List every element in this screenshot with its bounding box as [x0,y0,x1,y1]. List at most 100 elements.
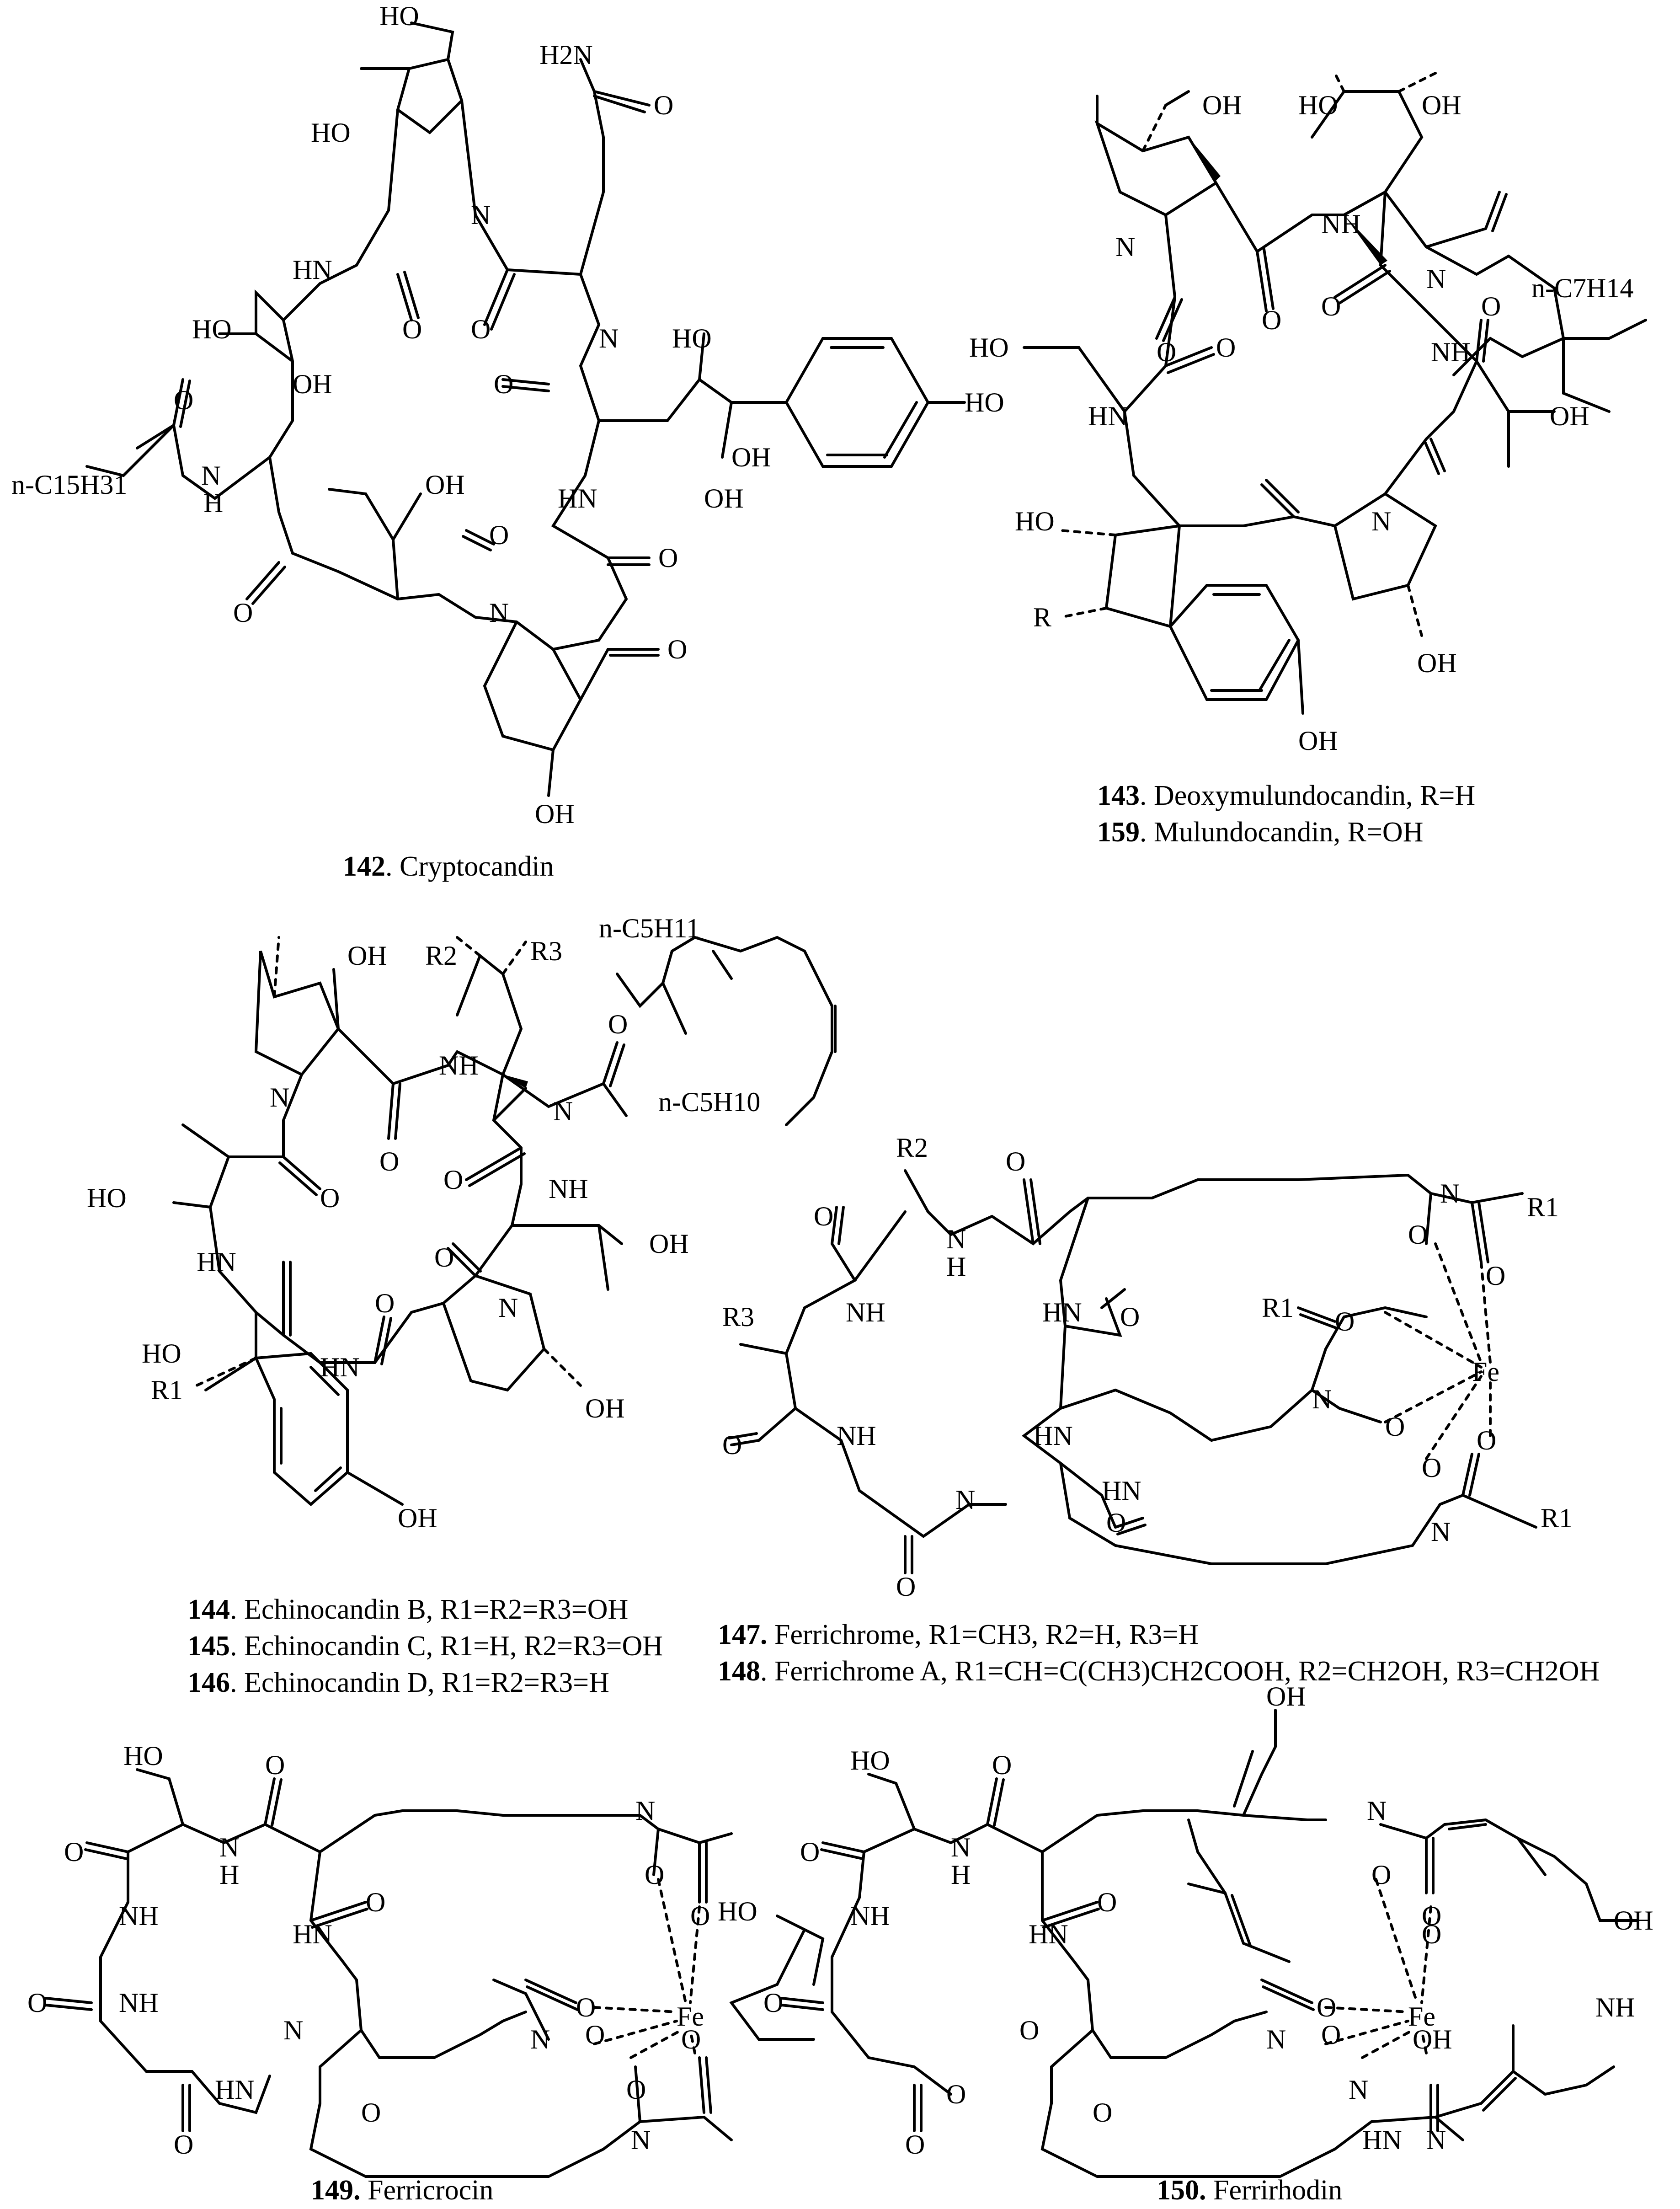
structure-143-atom-labels: OH HO OH N NH O O HO N O O NH HN O OH HO… [969,90,1633,756]
atom-label: HN [320,1352,360,1382]
atom-label: N [1115,232,1135,262]
structure-142-cryptocandin: HO HO N H2N O HN O O HO OH n-C15H31 O HO… [11,1,1004,882]
atom-label: N [219,1832,239,1862]
atom-label: O [1477,1425,1496,1455]
atom-label: N [955,1485,975,1515]
caption-159: 159. Mulundocandin, R=OH [1097,817,1423,848]
atom-label: N [1440,1178,1460,1209]
atom-label: O [1422,1901,1441,1931]
atom-label: O [690,1901,710,1931]
atom-label: NH [1321,209,1361,239]
atom-label: HN [1029,1919,1068,1949]
atom-label: OH [398,1503,437,1533]
atom-label: R3 [722,1302,754,1332]
atom-label: H [219,1860,239,1890]
caption-150: 150. Ferrirhodin [1157,2175,1342,2206]
atom-label: HO [718,1896,757,1926]
atom-label: O [905,2129,925,2160]
atom-label: OH [1202,90,1242,120]
atom-label: O [992,1750,1012,1780]
atom-label: N [1266,2024,1286,2054]
atom-label: O [1019,2015,1039,2045]
compound-number: 143 [1097,780,1140,811]
atom-label: R1 [1541,1503,1573,1533]
compound-name: Ferrirhodin [1206,2175,1343,2206]
atom-label: OH [1298,726,1338,756]
atom-label: OH [704,483,744,513]
atom-label: NH [549,1174,588,1204]
atom-label: HO [672,323,712,353]
structure-149-atom-labels: HO O N O O N H O NH HN O O Fe O N O O NH… [27,1741,710,2160]
atom-label: NH [439,1050,479,1080]
atom-label: NH [1431,337,1471,367]
atom-label: O [27,1988,47,2018]
atom-label: O [814,1201,833,1231]
atom-label: HN [293,255,332,285]
atom-label: N [1426,264,1446,294]
atom-label: O [471,314,491,344]
atom-label: N [530,2024,550,2054]
atom-label: R2 [896,1133,928,1163]
compound-number: 149. [311,2175,361,2206]
atom-label: O [763,1988,783,2018]
atom-label: HO [123,1741,163,1771]
atom-label: O [265,1750,285,1780]
caption-148: 148. Ferrichrome A, R1=CH=C(CH3)CH2COOH,… [718,1656,1600,1687]
structure-150-bonds [729,1709,1638,2178]
atom-label: O [667,634,687,664]
atom-label: O [233,598,253,628]
atom-label: HN [1362,2125,1402,2155]
atom-label: n-C5H10 [658,1087,760,1117]
atom-label: O [645,1860,664,1890]
compound-name: . Echinocandin B, R1=R2=R3=OH [230,1594,628,1625]
atom-label: N [553,1096,573,1126]
atom-label: HO [850,1745,890,1776]
atom-label: HO [965,387,1004,417]
atom-label: O [361,2097,381,2128]
atom-label: HO [379,1,419,31]
atom-label: N [489,598,509,628]
atom-label: n-C15H31 [11,470,127,500]
atom-label: O [1335,1306,1355,1337]
atom-label: O [443,1165,463,1195]
compound-name: . Cryptocandin [385,851,554,882]
atom-label: NH [846,1297,885,1327]
atom-label: O [1262,305,1281,335]
compound-number: 146 [187,1667,230,1698]
atom-label: OH [585,1393,625,1423]
atom-label: O [946,2079,966,2109]
atom-label: O [1486,1261,1505,1291]
atom-label: O [379,1146,399,1177]
atom-label: O [64,1837,84,1867]
atom-label: N [635,1796,655,1826]
structure-144-echinocandin: OH R2 R3 n-C5H11 N NH O N O HO n-C5H10 O… [87,913,837,1698]
atom-label: HO [1015,506,1055,536]
atom-label: O [1422,1453,1441,1483]
compound-name: . Deoxymulundocandin, R=H [1140,780,1475,811]
atom-label: O [1408,1219,1428,1250]
atom-label: Fe [677,2001,704,2032]
compound-number: 150. [1157,2175,1206,2206]
atom-label: OH [1422,90,1461,120]
atom-label: O [434,1242,454,1273]
caption-149: 149. Ferricrocin [311,2175,493,2206]
atom-label: N [1426,2125,1446,2155]
caption-142: 142. Cryptocandin [343,851,554,882]
atom-label: HN [293,1919,332,1949]
atom-label: OH [1614,1905,1653,1936]
atom-label: R1 [1527,1192,1559,1222]
atom-label: R1 [1262,1293,1294,1323]
atom-label: N [946,1224,966,1254]
atom-label: O [1093,2097,1112,2128]
atom-label: OH [1550,401,1589,431]
atom-label: O [800,1837,820,1867]
structure-143-bonds [1023,72,1647,715]
atom-label: N [1367,1796,1387,1826]
atom-label: O [489,520,509,550]
atom-label: O [608,1009,628,1039]
atom-label: O [1371,1860,1391,1890]
atom-label: H [946,1252,966,1282]
atom-label: O [320,1183,340,1213]
atom-label: HN [558,483,597,513]
